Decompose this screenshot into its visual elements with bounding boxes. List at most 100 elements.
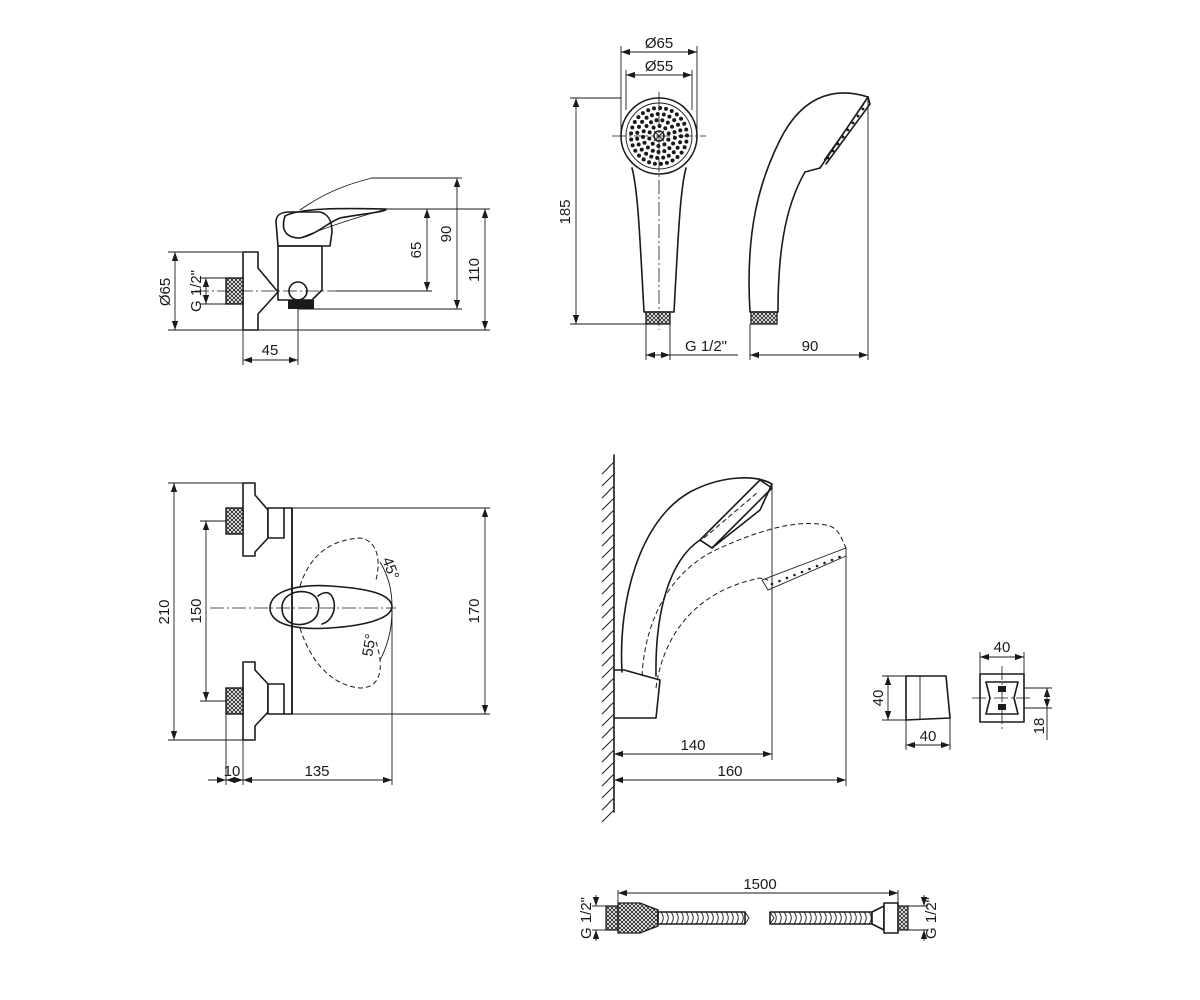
dim-g12-side: G 1/2"	[188, 270, 205, 312]
dim-160: 160	[717, 763, 742, 780]
side-nozzle-dot	[851, 121, 855, 125]
hose-ring	[788, 911, 792, 925]
ghost-nozzle-dot	[800, 570, 804, 574]
handshower-side-view: 90	[748, 92, 871, 360]
nozzle-dot	[649, 113, 654, 118]
nozzle-dot	[671, 141, 676, 146]
wall-hatch	[601, 689, 615, 703]
dim-d65-side: Ø65	[157, 278, 174, 306]
hose-ring	[808, 911, 812, 925]
nozzle-dot	[661, 155, 666, 160]
nozzle-dot	[656, 150, 661, 154]
nozzle-dot	[667, 114, 672, 119]
ghost-nozzle-dot	[778, 579, 781, 583]
wall-hatch	[601, 677, 615, 691]
dim-1500: 1500	[743, 876, 776, 893]
ghost-nozzle-dot	[815, 564, 819, 568]
nozzle-dot	[684, 127, 689, 132]
hose-ring	[773, 911, 777, 925]
nozzle-dot	[675, 155, 680, 159]
wall-hatch	[601, 653, 615, 667]
wall-hatch	[601, 773, 615, 787]
wall-hatch	[601, 581, 615, 595]
dim-g12-hose-left: G 1/2"	[578, 897, 595, 939]
shower-hose: 1500 G 1/2" G 1/2"	[578, 876, 940, 941]
wall-hatch	[601, 797, 615, 811]
nozzle-dot	[672, 130, 677, 135]
angle-45: 45°	[378, 555, 402, 582]
hose-ring	[705, 911, 709, 925]
holder-front	[979, 673, 1025, 723]
hose-ring	[675, 911, 679, 925]
nozzle-dot	[672, 118, 677, 123]
wall-hatch	[601, 641, 615, 655]
hose-ring	[868, 911, 872, 925]
mixer-front-view: 45° 55° 210 150 170 10 135	[156, 482, 490, 785]
nozzle-dot	[664, 106, 668, 111]
nozzle-dot	[661, 112, 666, 117]
nozzle-dot	[642, 140, 647, 145]
hose-ring	[793, 911, 797, 925]
nozzle-dot	[678, 140, 683, 145]
dim-10: 10	[224, 763, 241, 780]
nozzle-dot	[645, 145, 650, 150]
nozzle-dot	[679, 150, 684, 155]
dim-45: 45	[262, 342, 279, 359]
dim-holder-40-front: 40	[994, 639, 1011, 656]
nozzle-dot	[647, 160, 652, 165]
nozzle-dot	[662, 142, 667, 147]
nozzle-dot	[651, 125, 656, 130]
handshower-profile	[748, 92, 869, 313]
hose-ring	[818, 911, 822, 925]
side-nozzle-dot	[841, 135, 845, 139]
wall-hatch	[601, 701, 615, 715]
hose-ring	[798, 911, 802, 925]
hose-ring	[783, 911, 787, 925]
nozzle-dot	[654, 118, 659, 123]
nozzle-dot	[685, 133, 689, 138]
hose-ring	[843, 911, 847, 925]
nozzle-dot	[641, 129, 646, 134]
dim-d55-head: Ø55	[645, 58, 673, 75]
nozzle-dot	[649, 120, 653, 125]
nozzle-dot	[659, 161, 663, 166]
flange-top	[242, 482, 269, 557]
side-nozzle-dot	[861, 107, 865, 111]
nozzle-dot	[649, 154, 654, 159]
side-nozzle-dot	[856, 114, 860, 118]
dim-140: 140	[680, 737, 705, 754]
wall-holder	[613, 669, 661, 719]
nozzle-dot	[657, 124, 662, 128]
nozzle-dot	[667, 146, 672, 151]
nozzle-dot	[655, 155, 660, 160]
nozzle-dot	[663, 126, 668, 131]
dim-g12-handshower: G 1/2"	[685, 338, 727, 355]
flange-bottom	[242, 661, 269, 741]
nozzle-dot	[632, 120, 637, 124]
wall-hatch	[601, 497, 615, 511]
hose-ring	[660, 911, 664, 925]
hose-ring	[778, 911, 782, 925]
hose-ring	[685, 911, 689, 925]
wall-hatch	[601, 665, 615, 679]
hose-ring	[725, 911, 729, 925]
dim-135: 135	[304, 763, 329, 780]
side-nozzle-dot	[831, 149, 835, 153]
nozzle-dot	[669, 109, 674, 113]
nozzle-dot	[650, 141, 655, 146]
dim-150: 150	[188, 598, 205, 623]
nozzle-dot	[635, 136, 640, 141]
holder-side	[905, 675, 951, 721]
nozzle-dot	[652, 106, 656, 111]
nozzle-dot	[647, 130, 652, 135]
nozzle-dot	[635, 130, 640, 135]
wall-hatch	[601, 485, 615, 499]
nozzle-dot	[629, 131, 634, 136]
nozzle-dot	[644, 151, 649, 156]
side-nozzle-dot	[836, 142, 840, 146]
nozzle-dot	[637, 153, 641, 158]
hose-ring	[740, 911, 744, 925]
side-nozzle-dot	[846, 128, 850, 132]
hose-ring	[848, 911, 852, 925]
